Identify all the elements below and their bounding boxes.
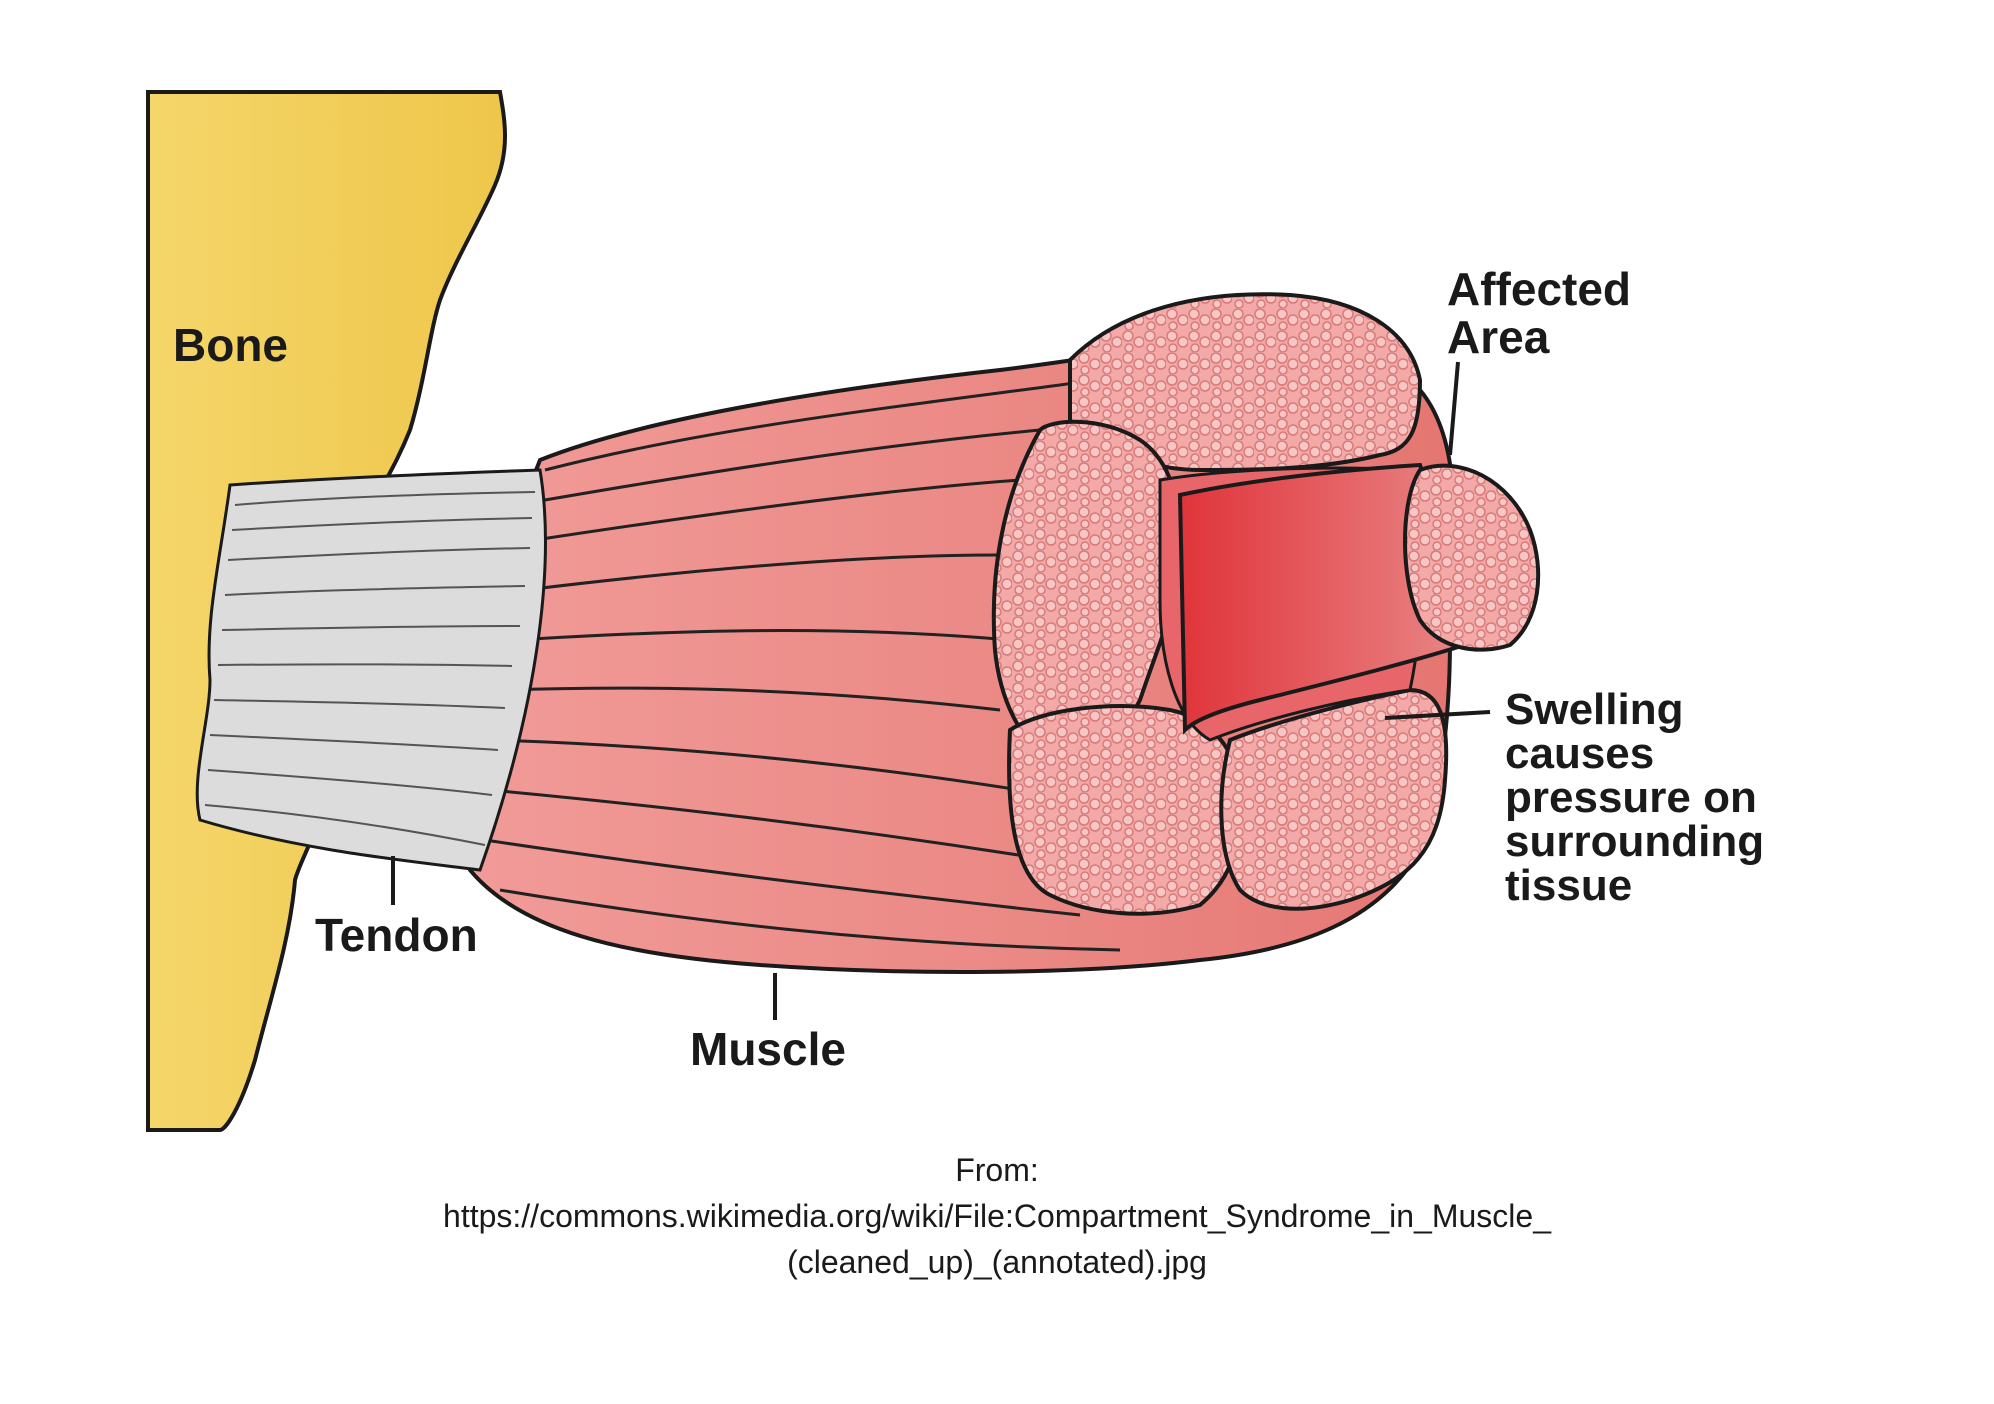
tendon-label: Tendon <box>315 909 478 961</box>
affected-pointer <box>1448 361 1460 456</box>
swelling-label-line1: Swelling <box>1505 685 1684 734</box>
caption-line3: (cleaned_up)_(annotated).jpg <box>787 1244 1207 1280</box>
caption-line2: https://commons.wikimedia.org/wiki/File:… <box>443 1198 1551 1234</box>
affected-area-label-line2: Area <box>1447 311 1550 363</box>
bone-label: Bone <box>173 319 288 371</box>
swelling-label-line2: causes <box>1505 729 1655 778</box>
muscle-fibers <box>484 358 1161 952</box>
fascicle-top <box>1068 292 1423 473</box>
tendon-shape <box>195 468 547 872</box>
affected-core-end <box>1403 463 1541 652</box>
fascicle-bottom <box>1007 704 1243 916</box>
swelling-label-line5: tissue <box>1505 861 1633 910</box>
fascicle-bottom-right <box>1219 687 1449 911</box>
swelling-label-line3: pressure on <box>1505 773 1757 822</box>
caption-line1: From: <box>955 1152 1039 1188</box>
tendon-striations <box>204 491 536 846</box>
affected-area-label-line1: Affected <box>1447 263 1632 315</box>
muscle-label: Muscle <box>690 1023 846 1075</box>
swelling-pointer <box>1384 710 1491 720</box>
swelling-label-line4: surrounding <box>1505 817 1765 866</box>
